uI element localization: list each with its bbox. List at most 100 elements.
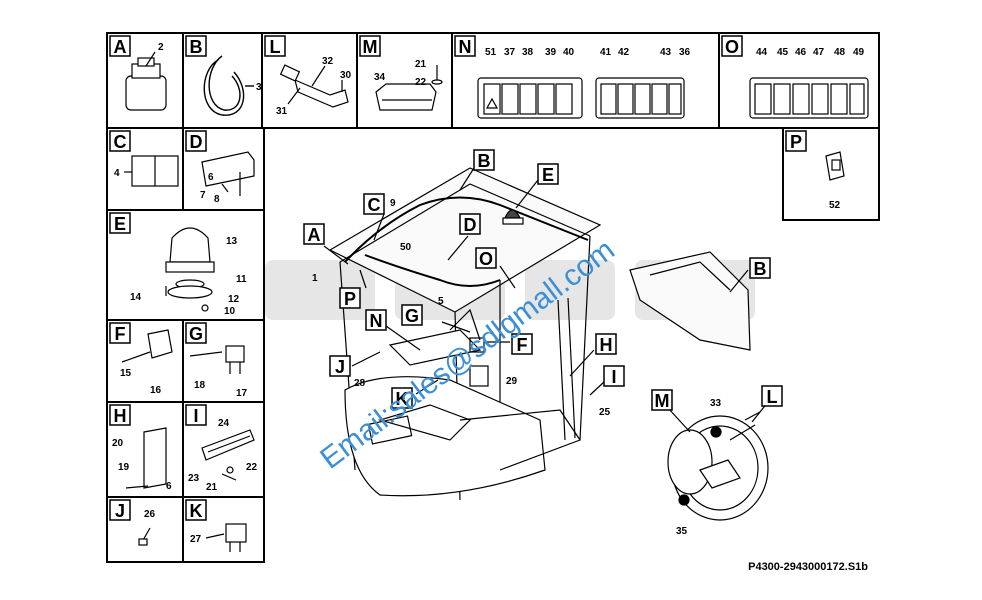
callout-number: 35 — [676, 526, 688, 537]
part-number: 20 — [112, 438, 124, 449]
part-number: 13 — [226, 236, 238, 247]
part-switch-drawing — [279, 64, 349, 108]
panel-b-label: B — [190, 37, 203, 57]
part-number: 22 — [415, 77, 427, 88]
part-number: 4 — [114, 168, 120, 179]
part-number: 6 — [166, 481, 172, 492]
panel-n-label: N — [459, 37, 472, 57]
figure-code: P4300-2943000172.S1b — [748, 561, 868, 573]
part-number: 31 — [276, 106, 288, 117]
part-number: 19 — [118, 462, 130, 473]
part-connector-drawing — [825, 151, 845, 181]
part-number: 24 — [218, 418, 230, 429]
part-number: 26 — [144, 509, 156, 520]
panel-grid — [106, 32, 880, 563]
callout-f: F — [517, 335, 528, 355]
callout-d: D — [464, 215, 477, 235]
panel-p-label: P — [790, 132, 802, 152]
panel-m-label: M — [363, 37, 378, 57]
part-number: 15 — [120, 368, 132, 379]
part-number: 2 — [158, 42, 164, 53]
beacon-drawing — [502, 209, 524, 225]
steering-wheel-drawing — [667, 411, 769, 521]
panel-c-label: C — [114, 132, 127, 152]
callout-a: A — [308, 225, 321, 245]
part-fuse-holder-drawing — [201, 151, 255, 196]
panel-j-label: J — [115, 501, 125, 521]
callout-b: B — [478, 151, 491, 171]
part-number: 52 — [829, 200, 841, 211]
part-terminal-strip-drawing — [201, 429, 255, 481]
part-number: 38 — [522, 47, 534, 58]
panel-h-label: H — [114, 406, 127, 426]
part-number: 27 — [190, 534, 202, 545]
part-number: 45 — [777, 47, 789, 58]
panel-e-label: E — [114, 214, 126, 234]
panel-l-label: L — [270, 37, 281, 57]
part-switch-panel-drawing — [477, 77, 685, 119]
part-fuse-box-drawing — [124, 155, 179, 187]
callout-l: L — [767, 387, 778, 407]
part-number: 21 — [206, 482, 218, 493]
part-number: 36 — [679, 47, 691, 58]
callout-number: 29 — [506, 376, 518, 387]
part-number: 49 — [853, 47, 865, 58]
part-number: 43 — [660, 47, 672, 58]
part-interior-lamp-drawing — [375, 65, 443, 111]
part-number: 23 — [188, 473, 200, 484]
part-number: 37 — [504, 47, 516, 58]
callout-m: M — [655, 391, 670, 411]
part-number: 41 — [600, 47, 612, 58]
callout-p: P — [344, 289, 356, 309]
part-number: 47 — [813, 47, 825, 58]
part-relay-drawing — [205, 523, 247, 552]
part-number: 7 — [200, 190, 206, 201]
part-number: 44 — [756, 47, 768, 58]
part-beacon-drawing — [165, 227, 215, 312]
panel-f-label: F — [115, 324, 126, 344]
callout-g: G — [405, 306, 419, 326]
part-screw-drawing — [138, 527, 151, 546]
part-relay-drawing — [189, 345, 245, 374]
callout-c: C — [368, 195, 381, 215]
callout-number: 5 — [438, 296, 444, 307]
part-number: 46 — [795, 47, 807, 58]
callout-i: I — [611, 367, 616, 387]
part-relay-cover-drawing — [121, 329, 173, 363]
part-number: 12 — [228, 294, 240, 305]
callout-e: E — [542, 165, 554, 185]
part-cable-tie-drawing — [203, 55, 254, 116]
callout-number: 1 — [312, 273, 318, 284]
panel-o-label: O — [725, 37, 739, 57]
part-number: 48 — [834, 47, 846, 58]
part-number: 16 — [150, 385, 162, 396]
part-number: 51 — [485, 47, 497, 58]
part-number: 34 — [374, 72, 386, 83]
panel-a-label: A — [114, 37, 127, 57]
callout-number: 25 — [599, 407, 611, 418]
part-number: 6 — [208, 172, 214, 183]
part-number: 8 — [214, 194, 220, 205]
callout-n: N — [370, 311, 383, 331]
panel-i-label: I — [193, 406, 198, 426]
callout-number: 28 — [354, 378, 366, 389]
panel-k-label: K — [190, 501, 203, 521]
callout-h: H — [600, 335, 613, 355]
part-number: 14 — [130, 292, 142, 303]
panel-g-label: G — [189, 324, 203, 344]
part-number: 39 — [545, 47, 557, 58]
part-bracket-drawing — [125, 427, 167, 489]
part-number: 40 — [563, 47, 575, 58]
part-number: 17 — [236, 388, 248, 399]
part-number: 22 — [246, 462, 258, 473]
callout-j: J — [335, 357, 345, 377]
part-number: 3 — [256, 82, 262, 93]
callout-number: 33 — [710, 398, 722, 409]
panel-d-label: D — [190, 132, 203, 152]
callout-b-panel: B — [754, 259, 767, 279]
part-number: 18 — [194, 380, 206, 391]
part-number: 10 — [224, 306, 236, 317]
callout-number: 9 — [390, 198, 396, 209]
callout-o: O — [479, 249, 493, 269]
part-connector-drawing — [125, 51, 167, 111]
